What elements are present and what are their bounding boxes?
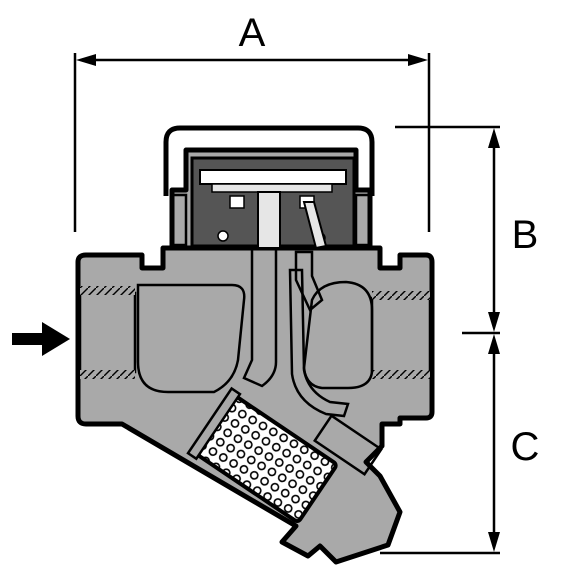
cap-bore-left bbox=[217, 230, 229, 242]
dimension-c-arrow-up-icon bbox=[488, 334, 500, 354]
dimension-b-arrow-down-icon bbox=[488, 312, 500, 332]
cap-thread-right bbox=[354, 193, 372, 247]
inlet-thread-bottom bbox=[80, 370, 135, 379]
dimension-a-arrow-right-icon bbox=[408, 54, 428, 66]
strainer-plug-thread bbox=[313, 414, 383, 476]
cap-thread-left bbox=[170, 193, 188, 247]
dimension-a-label: A bbox=[239, 11, 266, 55]
arrow-right-icon bbox=[12, 322, 70, 356]
dimension-a-arrow-left-icon bbox=[76, 54, 96, 66]
outlet-nozzle bbox=[302, 201, 328, 250]
valve-body bbox=[75, 245, 435, 565]
disc-seat bbox=[211, 183, 333, 193]
drain-passage bbox=[288, 268, 350, 418]
strainer-screen bbox=[186, 386, 338, 524]
outlet-thread-bottom bbox=[372, 370, 430, 379]
dimension-c-arrow-down-icon bbox=[488, 532, 500, 552]
dimension-b: B bbox=[395, 125, 539, 335]
dimension-b-label: B bbox=[512, 213, 539, 257]
valve-body-casting bbox=[75, 245, 435, 565]
seat-port-left bbox=[229, 195, 245, 209]
dimension-c-label: C bbox=[511, 425, 540, 469]
dimension-c: C bbox=[380, 334, 540, 555]
inlet-cavity bbox=[136, 283, 246, 394]
trap-cap bbox=[163, 125, 375, 251]
inlet-thread-top bbox=[80, 286, 135, 295]
outlet-thread-top bbox=[372, 291, 430, 300]
dimension-b-arrow-up-icon bbox=[488, 128, 500, 148]
inlet-nozzle bbox=[257, 191, 281, 249]
outlet-cavity bbox=[302, 280, 374, 390]
inlet-passage bbox=[242, 246, 278, 388]
control-disc bbox=[199, 169, 347, 185]
outlet-passage bbox=[294, 250, 324, 312]
dimension-a: A bbox=[73, 11, 431, 232]
